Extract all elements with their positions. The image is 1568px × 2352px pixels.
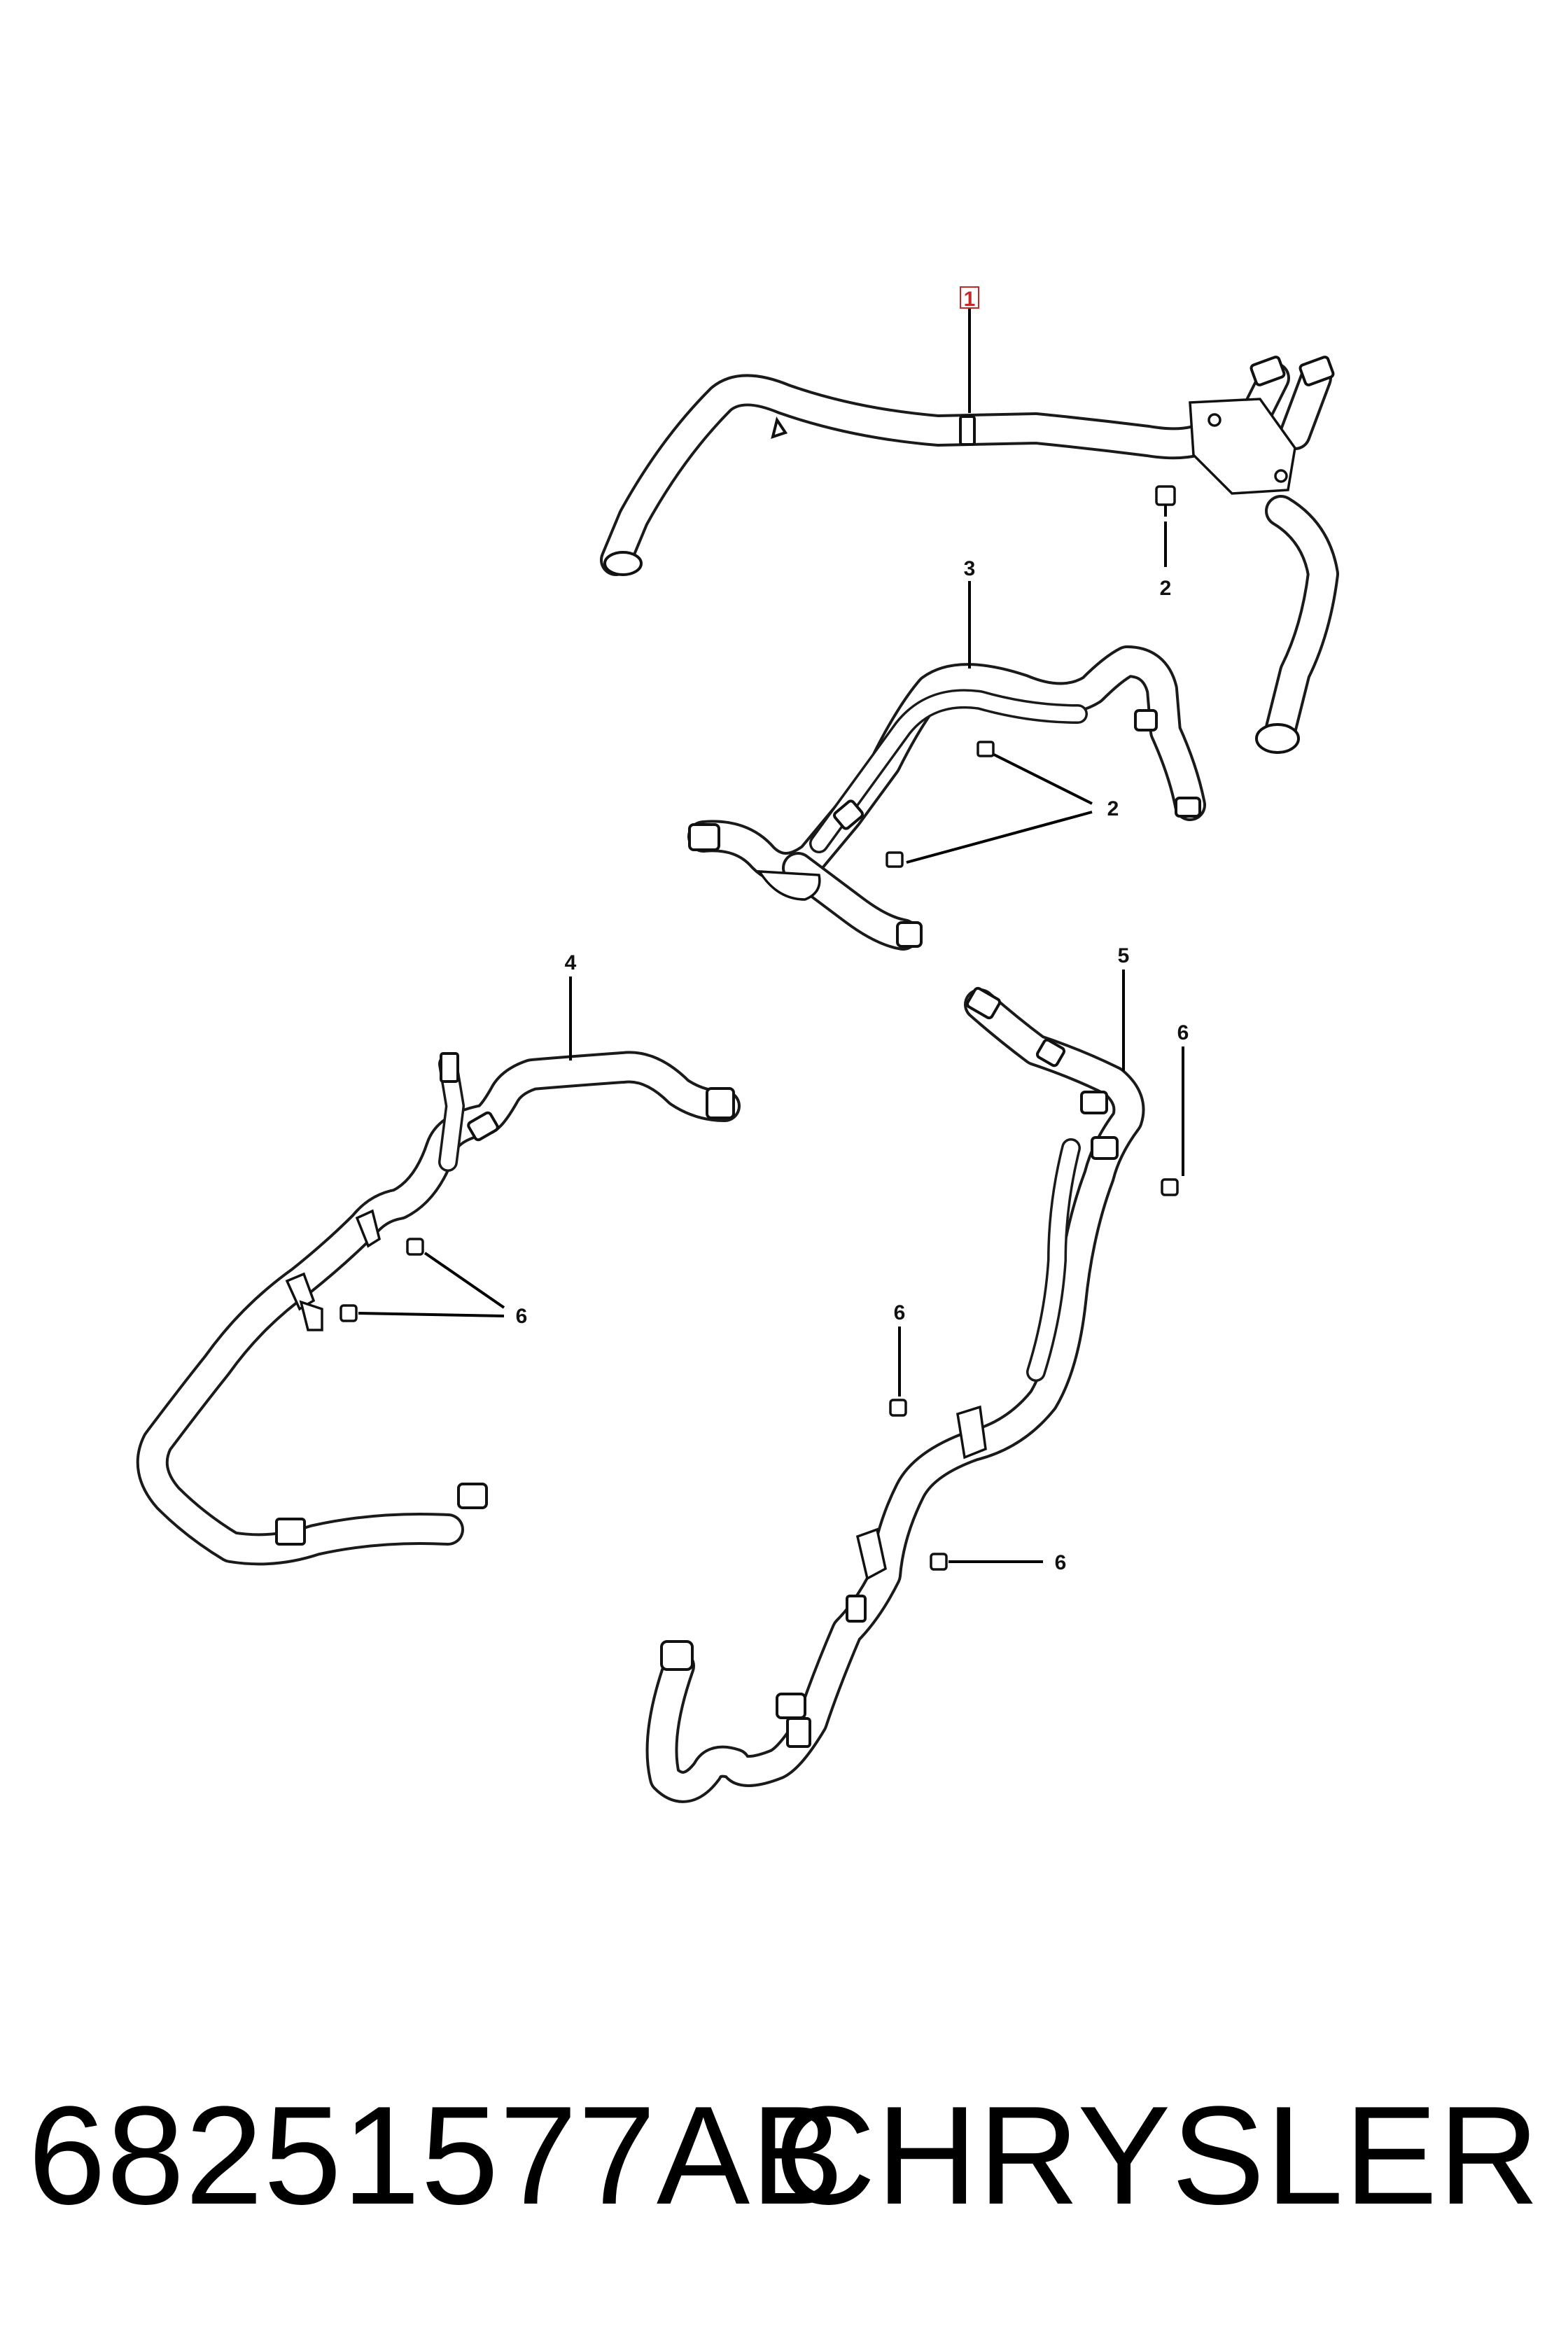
callout-2a: 2	[1160, 577, 1172, 600]
fastener-6-center	[889, 1399, 907, 1417]
leader-line-6a-upper	[424, 1252, 505, 1309]
callout-5: 5	[1118, 944, 1130, 967]
fastener-6-left-b	[340, 1304, 358, 1322]
fastener-2-mid-a	[976, 741, 995, 757]
callout-1-highlight-box	[960, 286, 979, 309]
fastener-6-left-a	[406, 1238, 424, 1256]
hose-5	[645, 986, 1145, 1803]
fastener-2-mid-b	[886, 851, 904, 868]
fastener-6-right-upper	[1161, 1178, 1179, 1196]
callout-6c: 6	[894, 1301, 906, 1324]
callout-6d: 6	[1055, 1551, 1067, 1574]
callout-1: 1	[964, 288, 976, 311]
leader-line-2b-upper	[993, 753, 1093, 805]
callout-6a: 6	[516, 1305, 528, 1328]
callout-6b: 6	[1177, 1021, 1189, 1044]
fastener-6-bottom	[930, 1553, 948, 1571]
leader-line-2b-lower	[906, 811, 1093, 864]
part-number: 68251577AB	[28, 2078, 845, 2234]
callout-4: 4	[565, 951, 577, 974]
brand-name: CHRYSLER	[774, 2078, 1540, 2234]
hose-4	[136, 1051, 741, 1566]
hose-3	[687, 645, 1206, 951]
callout-2b: 2	[1107, 797, 1119, 820]
hose-1	[600, 356, 1339, 754]
leader-line-6a-lower	[358, 1312, 505, 1317]
callout-3: 3	[964, 557, 976, 580]
fastener-2-top	[1155, 485, 1176, 517]
